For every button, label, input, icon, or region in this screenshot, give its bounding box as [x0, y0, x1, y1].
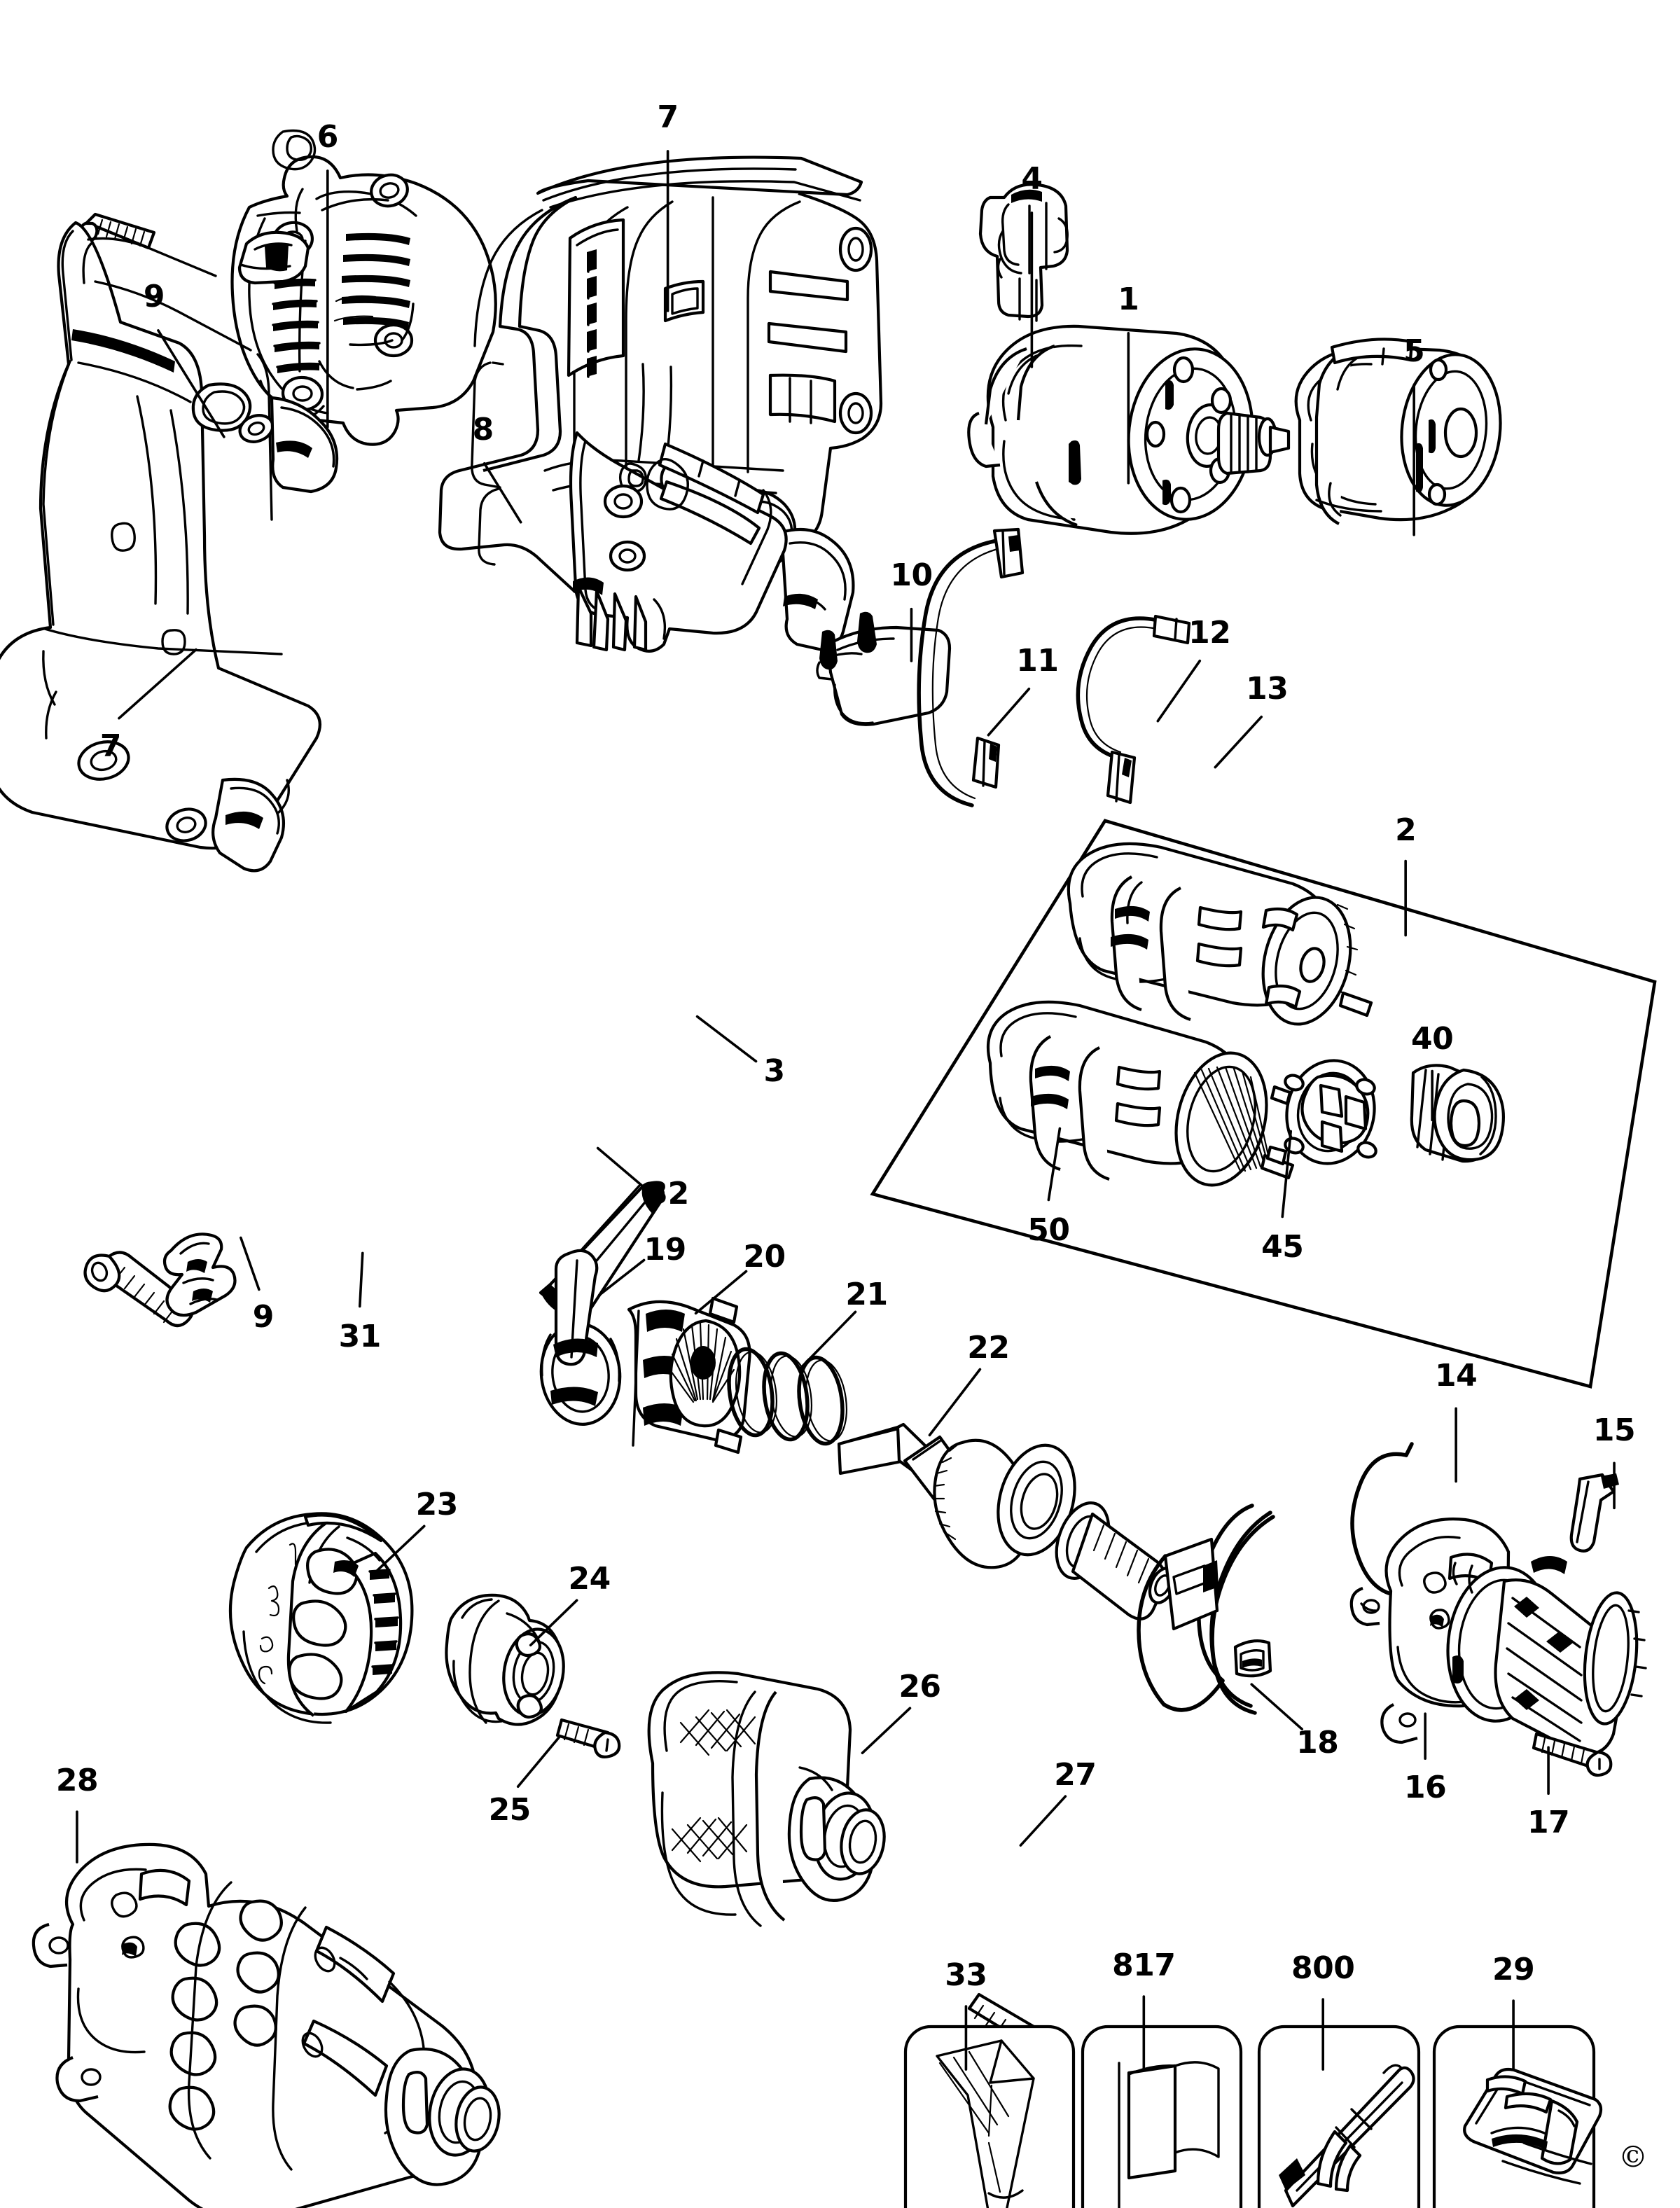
leader-line-20: [694, 1270, 748, 1315]
callout-number-23[interactable]: 23: [415, 1487, 459, 1523]
part-19-clutch-cam-plate: [539, 1249, 622, 1426]
callout-number-10[interactable]: 10: [890, 557, 933, 593]
leader-line-9: [157, 329, 225, 438]
callout-number-24[interactable]: 24: [568, 1561, 611, 1597]
leader-line-50: [1047, 1127, 1062, 1202]
callout-number-9[interactable]: 9: [143, 278, 165, 314]
part-800-grease-tube: [1257, 2025, 1421, 2208]
part-11-wire-lead: [917, 527, 1025, 807]
callout-number-5[interactable]: 5: [1403, 333, 1425, 369]
copyright-icon: ©: [1618, 2139, 1648, 2174]
callout-number-32[interactable]: 32: [646, 1176, 689, 1212]
part-25-screw-short: [555, 1718, 621, 1758]
part-18-speed-selector-band: [1137, 1504, 1275, 1715]
callout-number-18[interactable]: 18: [1296, 1725, 1339, 1761]
callout-number-8[interactable]: 8: [472, 411, 494, 447]
callout-number-45[interactable]: 45: [1261, 1229, 1304, 1265]
leader-line-19: [597, 1258, 646, 1297]
part-28-complete-gearbox: [32, 1842, 501, 2208]
callout-number-21[interactable]: 21: [845, 1277, 888, 1313]
leader-line-45: [1281, 1130, 1293, 1218]
callout-number-19[interactable]: 19: [644, 1232, 686, 1268]
callout-number-17[interactable]: 17: [1527, 1805, 1570, 1841]
callout-number-15[interactable]: 15: [1592, 1412, 1636, 1449]
part-15-clutch-pin: [1569, 1473, 1619, 1553]
callout-number-14[interactable]: 14: [1435, 1358, 1478, 1394]
leader-line-26: [861, 1707, 912, 1755]
part-2-gearbox-upper: [1067, 842, 1373, 1026]
part-5-motor-field-can: [1294, 338, 1502, 525]
leader-line-25: [516, 1735, 562, 1788]
callout-number-7[interactable]: 7: [657, 99, 679, 135]
part-817-warning-label: [1081, 2025, 1243, 2208]
callout-number-4[interactable]: 4: [1021, 160, 1043, 197]
callout-number-29[interactable]: 29: [1492, 1952, 1535, 1988]
part-16-gearcase: [1349, 1518, 1647, 1756]
part-40-clutch-collar-insert: [1410, 1064, 1505, 1163]
callout-leader-lines: [76, 150, 1616, 2071]
part-33-manual-bag: [903, 2025, 1076, 2208]
callout-number-31[interactable]: 31: [338, 1319, 382, 1355]
part-22-output-spindle: [837, 1422, 1177, 1620]
part-26-keyless-chuck: [647, 1671, 886, 1927]
leader-line-11: [987, 687, 1031, 737]
leader-line-22: [928, 1368, 982, 1437]
callout-number-50[interactable]: 50: [1027, 1212, 1070, 1249]
part-6-end-cap: [230, 129, 497, 446]
callout-number-2[interactable]: 2: [1395, 812, 1417, 848]
part-24-front-bearing-cap: [445, 1593, 565, 1726]
leader-line-31: [358, 1251, 364, 1308]
part-23-clutch-collar: [228, 1512, 414, 1724]
part-7-clamshell-left: [0, 221, 339, 873]
callout-number-40[interactable]: 40: [1411, 1020, 1454, 1057]
part-29-terminal-block: [1432, 2025, 1603, 2208]
callout-number-3[interactable]: 3: [763, 1053, 785, 1089]
leader-line-24: [529, 1599, 578, 1647]
part-9-screw-top: [79, 212, 156, 250]
leader-line-8: [483, 461, 522, 524]
callout-number-12[interactable]: 12: [1188, 614, 1231, 651]
part-4-brush-holder: [978, 183, 1069, 322]
part-31-belt-clip: [162, 1233, 237, 1317]
leader-line-23: [373, 1525, 426, 1574]
part-21-wave-springs: [727, 1347, 847, 1446]
callout-number-22[interactable]: 22: [967, 1330, 1010, 1366]
leader-line-27: [1019, 1795, 1067, 1847]
part-14-retaining-spring-ring: [1350, 1442, 1414, 1597]
part-12-wire-lead-short: [1076, 614, 1191, 805]
callout-number-27[interactable]: 27: [1054, 1757, 1097, 1793]
leader-line-12: [1156, 659, 1202, 723]
callout-number-13[interactable]: 13: [1246, 670, 1289, 707]
callout-number-11[interactable]: 11: [1016, 642, 1059, 679]
leader-line-18: [1250, 1683, 1304, 1731]
leader-line-7: [118, 648, 197, 720]
callout-number-28[interactable]: 28: [55, 1763, 99, 1799]
callout-number-25[interactable]: 25: [488, 1792, 532, 1828]
callout-number-7[interactable]: 7: [99, 728, 122, 764]
part-2-gearbox-kit-box: [870, 819, 1657, 1389]
leader-line-3: [695, 1015, 758, 1063]
part-3-trigger-switch: [569, 431, 788, 653]
leader-line-32: [596, 1146, 646, 1189]
callout-number-817[interactable]: 817: [1112, 1947, 1176, 1984]
callout-number-26[interactable]: 26: [898, 1669, 941, 1705]
part-17-gearcase-screw: [1532, 1732, 1613, 1777]
callout-number-6[interactable]: 6: [317, 118, 339, 155]
leader-line-9: [239, 1236, 261, 1291]
leader-line-13: [1214, 715, 1263, 769]
part-20-clutch-pinion: [627, 1296, 751, 1454]
callout-number-9[interactable]: 9: [252, 1299, 275, 1335]
leader-line-21: [798, 1310, 857, 1371]
callout-number-800[interactable]: 800: [1291, 1950, 1355, 1987]
callout-number-20[interactable]: 20: [743, 1239, 786, 1275]
part-8-selector-lever: [237, 230, 310, 285]
part-2-gearbox-lower: [987, 1000, 1295, 1187]
callout-number-16[interactable]: 16: [1404, 1770, 1447, 1806]
callout-number-33[interactable]: 33: [945, 1957, 987, 1994]
callout-number-1[interactable]: 1: [1118, 281, 1139, 317]
part-45-planet-carrier: [1265, 1059, 1377, 1166]
